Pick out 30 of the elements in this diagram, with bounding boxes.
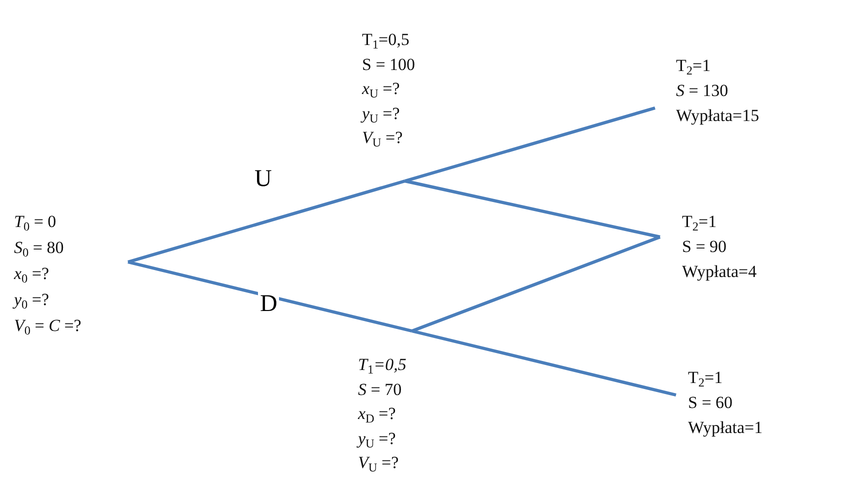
tree-branch	[404, 179, 660, 239]
tree-node-label: y$_{0}$ =?	[14, 290, 50, 310]
tree-node-label: y$_{U}$ =?	[358, 428, 396, 448]
tree-branch	[411, 236, 661, 332]
tree-branch	[412, 329, 676, 397]
tree-node-label: S = 130	[676, 81, 728, 101]
tree-node-label: S = 60	[688, 393, 733, 413]
tree-node-label: T$_{0}$ = 0	[14, 212, 56, 232]
tree-node-label: V$_{U}$ =?	[358, 453, 399, 473]
tree-node-label: Wypłata=4	[682, 262, 757, 282]
tree-node-label: T$_{1}$=0,5	[358, 355, 406, 375]
tree-node-label: y$_{U}$ =?	[362, 104, 400, 124]
tree-node-label: x$_{U}$ =?	[362, 79, 400, 99]
tree-branch	[404, 106, 656, 183]
tree-node-label: V$_{0}$ = C =?	[14, 316, 82, 336]
tree-branch	[128, 260, 412, 333]
tree-node-label: S = 70	[358, 380, 402, 400]
tree-node-label: V$_{U}$ =?	[362, 128, 403, 148]
tree-node-label: S$_{0}$ = 80	[14, 238, 64, 258]
tree-node-label: T$_{1}$=0,5	[362, 30, 410, 50]
tree-node-label: x$_{D}$ =?	[358, 404, 396, 424]
tree-node-label: S = 90	[682, 237, 727, 257]
tree-node-label: Wypłata=15	[676, 106, 760, 126]
tree-node-label: x$_{0}$ =?	[14, 264, 50, 284]
tree-node-label: S = 100	[362, 54, 416, 74]
tree-node-label: T$_{2}$=1	[688, 368, 723, 388]
tree-branch	[128, 179, 406, 264]
tree-node-label: T$_{2}$=1	[676, 56, 711, 76]
tree-node-label: Wypłata=1	[688, 418, 763, 438]
tree-node-label: T$_{2}$=1	[682, 212, 717, 232]
